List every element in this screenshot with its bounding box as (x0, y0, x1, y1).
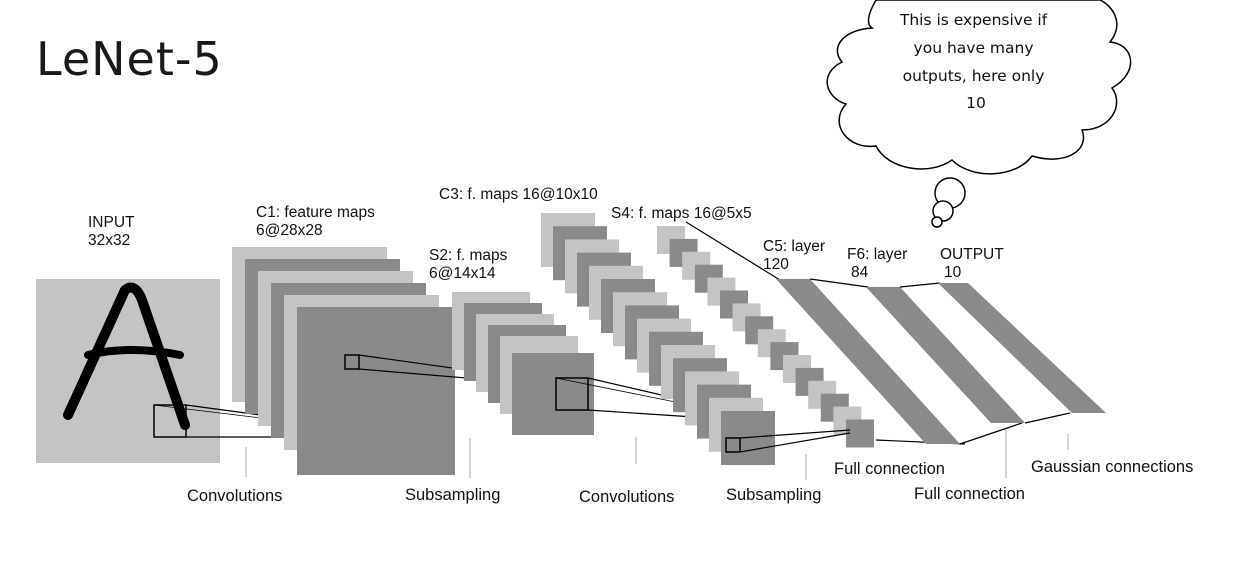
full2-label: Full connection (914, 485, 1025, 503)
c3-label: C3: f. maps 16@10x10 (439, 186, 598, 203)
f6-output-line (899, 282, 941, 288)
s4-feature-maps (657, 226, 874, 448)
thought-dot (932, 200, 954, 222)
c5-f6-line (959, 422, 1023, 445)
output-label: OUTPUT 10 (940, 246, 1008, 281)
cloud-shape (826, 0, 1132, 175)
conv1-label: Convolutions (187, 487, 282, 505)
f6-output-line (1024, 412, 1071, 424)
page-title: LeNet-5 (36, 32, 223, 86)
callout-text: This is expensive if you have many outpu… (899, 11, 1052, 112)
input-letter-a-bar (84, 346, 184, 359)
full1-label: Full connection (834, 460, 945, 478)
f6-label: F6: layer 84 (847, 246, 912, 281)
input-receptive-field (153, 404, 187, 438)
thought-bubble (826, 0, 1132, 228)
sub2-connection-line (739, 432, 851, 453)
sub1-label: Subsampling (405, 486, 500, 504)
s2-feature-maps (452, 292, 594, 435)
gauss-label: Gaussian connections (1031, 458, 1193, 476)
s4-label: S4: f. maps 16@5x5 (611, 205, 752, 222)
s2-receptive-field (555, 377, 589, 411)
input-letter-a (63, 282, 190, 430)
output-layer (938, 283, 1106, 413)
input-image (36, 279, 220, 463)
sub2-label: Subsampling (726, 486, 821, 504)
c3-feature-maps (541, 213, 775, 465)
c3-receptive-field (725, 437, 741, 453)
s4-feature-map (846, 419, 874, 448)
sub2-connection-line (739, 429, 851, 439)
f6-layer (866, 287, 1025, 423)
c5-f6-line (809, 278, 869, 288)
thought-dot (931, 216, 943, 228)
input-label: INPUT 32x32 (88, 214, 139, 249)
c1-label: C1: feature maps 6@28x28 (256, 204, 379, 239)
s4-c5-line (685, 221, 781, 281)
conv2-label: Convolutions (579, 488, 674, 506)
s2-label: S2: f. maps 6@14x14 (429, 247, 512, 282)
c1-receptive-field (344, 354, 360, 370)
c5-layer (776, 279, 960, 444)
c1-feature-maps (232, 247, 455, 475)
c5-label: C5: layer 120 (763, 238, 829, 273)
